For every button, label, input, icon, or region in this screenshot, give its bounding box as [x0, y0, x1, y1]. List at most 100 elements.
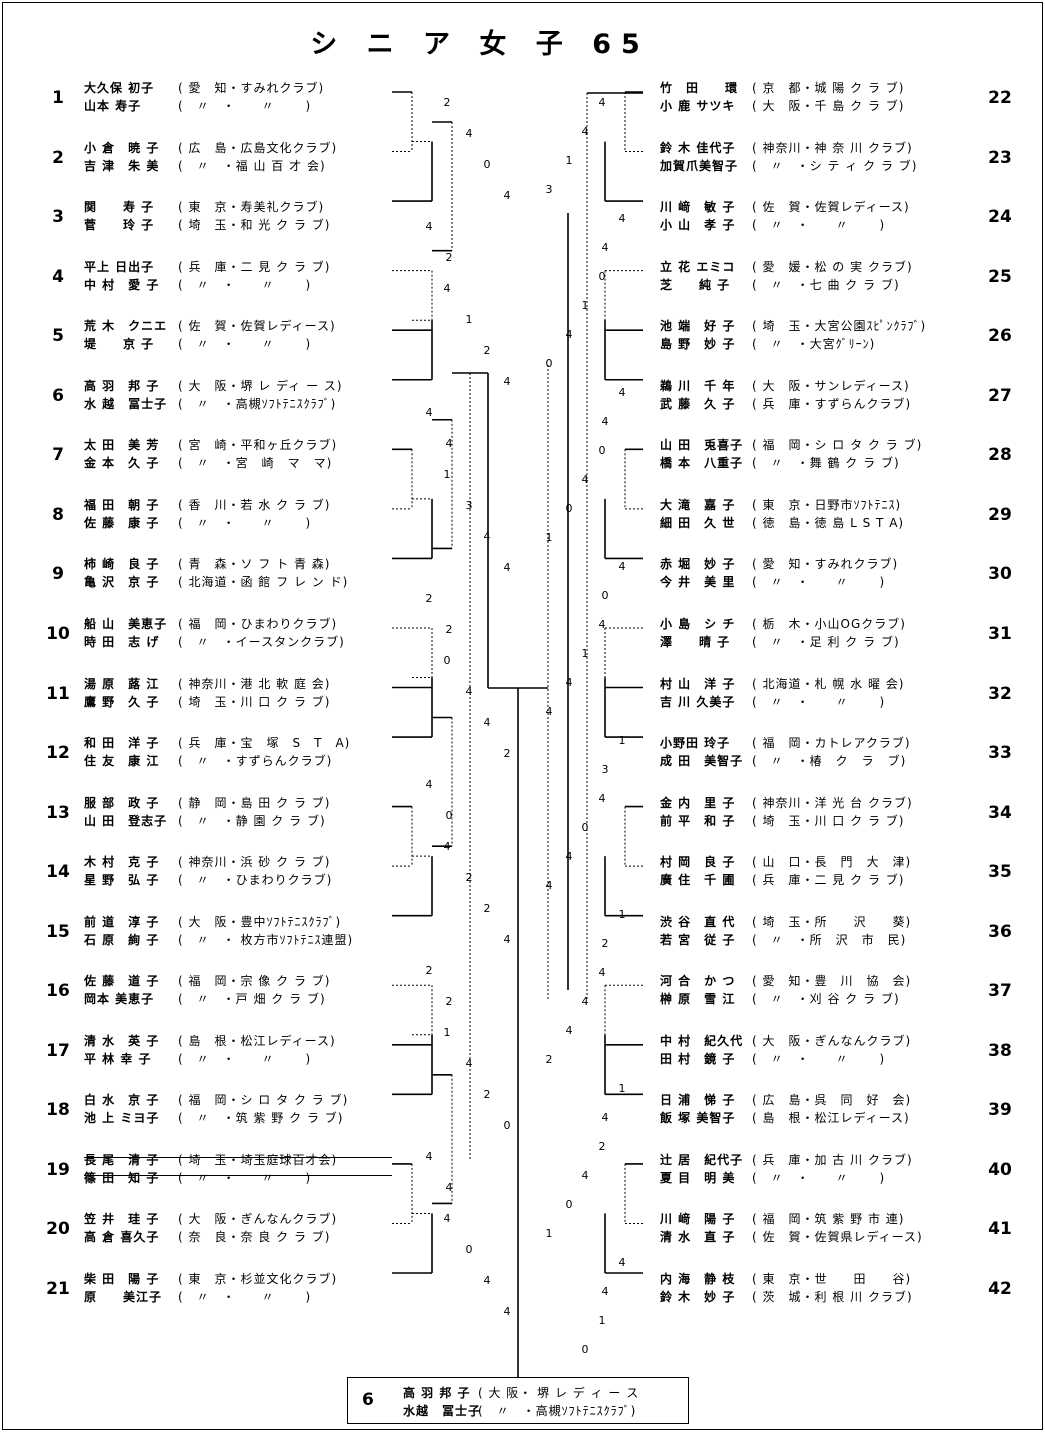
seed-number: 7 [52, 445, 64, 466]
player-name: 赤 堀 妙 子 [660, 557, 736, 572]
player-club: ( 〃 ・ひまわりクラブ) [178, 873, 333, 888]
player-name: 菅 玲 子 [84, 218, 155, 233]
match-score: 2 [598, 1140, 606, 1153]
match-score: 2 [425, 964, 433, 977]
match-score: 1 [618, 1082, 626, 1095]
player-name: 福 田 朝 子 [84, 497, 160, 512]
match-score: 4 [425, 406, 433, 419]
seed-number: 25 [988, 266, 1012, 287]
match-score: 1 [545, 531, 553, 544]
player-club: ( 京 都・城 陽 ク ラ ブ) [752, 81, 905, 95]
player-name: 村 山 洋 子 [660, 676, 736, 691]
player-name: 鷹 野 久 子 [84, 694, 160, 709]
player-club: ( 〃 ・ 〃 ) [178, 277, 312, 292]
seed-number: 10 [46, 623, 70, 644]
player-name: 木 村 克 子 [84, 855, 160, 870]
player-club: ( 兵 庫・すずらんクラブ) [752, 396, 912, 411]
player-name: 鈴 木 妙 子 [660, 1290, 736, 1304]
player-club: ( 広 島・広島文化クラブ) [178, 140, 338, 155]
player-name: 関 寿 子 [84, 200, 155, 215]
match-score: 0 [545, 357, 553, 370]
player-name: 岡本 美恵子 [84, 992, 155, 1007]
match-score: 0 [598, 444, 606, 457]
seed-number: 24 [988, 207, 1012, 228]
seed-number: 22 [988, 88, 1012, 108]
player-club: ( 東 京・世 田 谷) [752, 1272, 912, 1286]
player-club: ( 静 岡・島 田 ク ラ ブ) [178, 795, 331, 810]
player-club: ( 茨 城・利 根 川 クラブ) [752, 1290, 913, 1304]
match-score: 4 [581, 1169, 589, 1182]
player-name: 鈴 木 佳代子 [660, 140, 736, 155]
player-name: 湯 原 蕗 江 [84, 676, 160, 691]
player-club: ( 〃 ・七 曲 ク ラ ブ) [752, 277, 900, 292]
player-club: ( 佐 賀・佐賀県レディース) [752, 1230, 923, 1245]
player-club: ( 愛 知・豊 川 協 会) [752, 974, 912, 989]
player-club: ( 東 京・日野市ｿﾌﾄﾃﾆｽ) [752, 497, 902, 512]
match-score: 3 [601, 763, 609, 776]
player-club: ( 福 岡・ひまわりクラブ) [178, 616, 338, 631]
player-club: ( 福 岡・筑 紫 野 市 連) [752, 1212, 905, 1227]
player-club: ( 〃 ・ 〃 ) [178, 337, 312, 352]
player-name: 柿 崎 良 子 [84, 557, 160, 572]
player-club: ( 〃 ・静 園 ク ラ ブ) [178, 813, 326, 828]
player-club: ( 〃 ・ 〃 ) [752, 1170, 886, 1185]
player-name: 若 宮 従 子 [660, 932, 736, 947]
player-club: ( 愛 媛・松 の 実 クラブ) [752, 259, 913, 274]
player-club: ( 〃 ・ 〃 ) [752, 575, 886, 590]
seed-number: 33 [988, 743, 1012, 764]
match-score: 4 [618, 386, 626, 399]
player-club: ( 〃 ・ 〃 ) [752, 694, 886, 709]
player-club: ( 兵 庫・二 見 ク ラ ブ) [178, 259, 331, 274]
match-score: 4 [443, 840, 451, 853]
seed-number: 40 [988, 1159, 1012, 1180]
seed-number: 9 [52, 564, 64, 585]
player-club: ( 島 根・松江レディース) [752, 1111, 910, 1126]
player-name: 芝 純 子 [660, 277, 731, 292]
match-score: 0 [565, 1198, 573, 1211]
player-name: 小野田 玲子 [660, 736, 731, 751]
match-score: 4 [503, 189, 511, 202]
player-name: 笠 井 珪 子 [84, 1212, 160, 1227]
player-name: 榊 原 雪 江 [660, 992, 736, 1007]
player-club: ( 島 根・松江レディース) [178, 1033, 336, 1048]
match-score: 4 [425, 1150, 433, 1163]
match-score: 2 [545, 1053, 553, 1066]
player-club: ( 大 阪・ぎんなんクラブ) [178, 1212, 338, 1227]
player-club: ( 神奈川・浜 砂 ク ラ ブ) [178, 855, 331, 870]
match-score: 1 [598, 1314, 606, 1327]
seed-number: 5 [52, 326, 64, 347]
seed-number: 13 [46, 802, 70, 823]
seed-number: 27 [988, 385, 1012, 406]
match-score: 4 [425, 220, 433, 233]
player-name: 堤 京 子 [84, 337, 155, 352]
player-club: ( 山 口・長 門 大 津) [752, 855, 912, 870]
player-name: 鵜 川 千 年 [660, 378, 736, 393]
match-score: 0 [465, 1243, 473, 1256]
player-name: 渋 谷 直 代 [660, 914, 736, 929]
player-name: 吉 津 朱 美 [84, 158, 160, 173]
match-score: 4 [601, 1285, 609, 1298]
player-club: ( 〃 ・ 〃 ) [178, 1170, 312, 1185]
match-score: 0 [581, 1343, 589, 1356]
player-club: ( 北海道・函 館 フ レ ン ド) [178, 575, 349, 590]
match-score: 4 [598, 96, 606, 109]
match-score: 2 [601, 937, 609, 950]
match-score: 4 [465, 127, 473, 140]
match-score: 0 [598, 270, 606, 283]
match-score: 4 [601, 1111, 609, 1124]
champion-seed: 6 [362, 1390, 374, 1410]
player-name: 中 村 愛 子 [84, 277, 160, 292]
player-name: 住 友 康 江 [84, 754, 160, 769]
match-score: 4 [545, 879, 553, 892]
seed-number: 14 [46, 862, 70, 883]
match-score: 4 [465, 1057, 473, 1070]
player-club: ( 〃 ・足 利 ク ラ ブ) [752, 634, 900, 649]
seed-number: 1 [52, 88, 64, 108]
page-title: シ ニ ア 女 子 65 [310, 29, 650, 60]
player-club: ( 愛 知・すみれクラブ) [178, 81, 325, 95]
player-club: ( 〃 ・大宮ｸﾞﾘｰﾝ) [752, 337, 876, 352]
match-score: 4 [465, 685, 473, 698]
champion-partner-club: ( 〃 ・高槻ｿﾌﾄﾃﾆｽｸﾗﾌﾞ) [478, 1404, 637, 1418]
player-club: ( 青 森・ソ フ ト 青 森) [178, 557, 331, 572]
